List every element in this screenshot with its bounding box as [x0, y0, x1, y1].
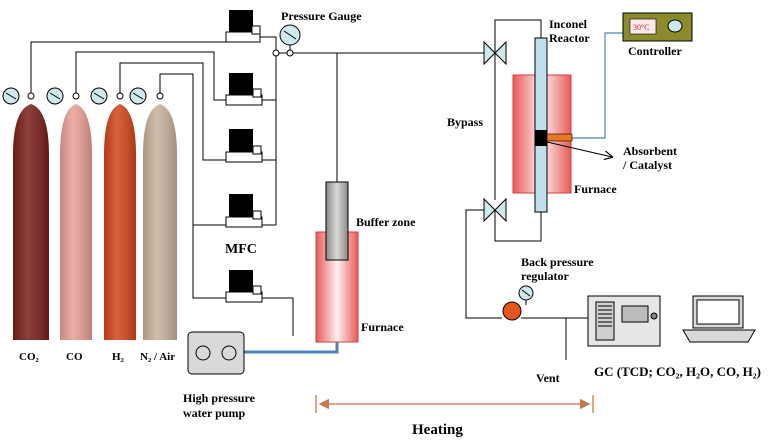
- back-pressure-label-2: regulator: [521, 269, 569, 283]
- bypass-label: Bypass: [447, 115, 483, 129]
- controller-label: Controller: [628, 44, 682, 58]
- gc-label: GC (TCD; CO₂, H₂O, CO, H₂): [594, 364, 761, 379]
- absorbent-arrow: [546, 141, 612, 157]
- water-pump-label-2: water pump: [183, 406, 245, 420]
- inconel-reactor: [534, 37, 573, 213]
- vent-label: Vent: [536, 371, 560, 385]
- cylinder-co: [60, 104, 92, 340]
- mfc-3: [225, 129, 263, 163]
- valve-top: [483, 40, 507, 66]
- cylinder-label-co2: CO₂: [19, 351, 40, 363]
- gas-lines: [30, 19, 590, 360]
- reactor-furnace-label: Furnace: [574, 182, 617, 196]
- mfc-4: [225, 194, 263, 228]
- water-pump: [187, 331, 245, 375]
- mfc-units: [225, 10, 263, 303]
- pressure-gauge-label: Pressure Gauge: [281, 9, 362, 23]
- absorbent-label-1: Absorbent: [623, 144, 677, 158]
- back-pressure-label-1: Back pressure: [521, 255, 594, 269]
- cylinder-regulators: [2, 87, 164, 105]
- mfc-2: [225, 73, 263, 106]
- computer-icon: [682, 295, 756, 343]
- mfc-label: MFC: [225, 242, 257, 257]
- controller-display: 30°C: [633, 23, 650, 32]
- controller: [622, 12, 693, 42]
- reactor-label-2: Reactor: [549, 31, 590, 45]
- buffer-zone-label: Buffer zone: [356, 215, 416, 229]
- buffer-furnace-label: Furnace: [361, 320, 404, 334]
- reactor-label-1: Inconel: [549, 17, 588, 31]
- buffer-zone: [325, 181, 349, 261]
- water-pump-label-1: High pressure: [183, 391, 256, 405]
- absorbent-label-2: / Catalyst: [622, 158, 672, 172]
- cylinder-n2-air: [143, 104, 177, 340]
- heating-label: Heating: [412, 422, 463, 438]
- cylinder-label-n2-air: N₂ / Air: [140, 351, 175, 363]
- gc-instrument: [587, 295, 661, 347]
- valve-bottom: [483, 197, 507, 223]
- back-pressure-regulator: [502, 285, 534, 321]
- pressure-gauge: [272, 24, 301, 57]
- controller-line: [572, 32, 625, 139]
- cylinder-h2: [104, 104, 136, 340]
- cylinder-co2: [13, 104, 49, 340]
- cylinder-label-h2: H₂: [112, 351, 125, 363]
- cylinder-label-co: CO: [66, 351, 83, 363]
- mfc-1: [225, 10, 261, 43]
- mfc-5: [225, 270, 263, 303]
- heating-span: [315, 395, 594, 413]
